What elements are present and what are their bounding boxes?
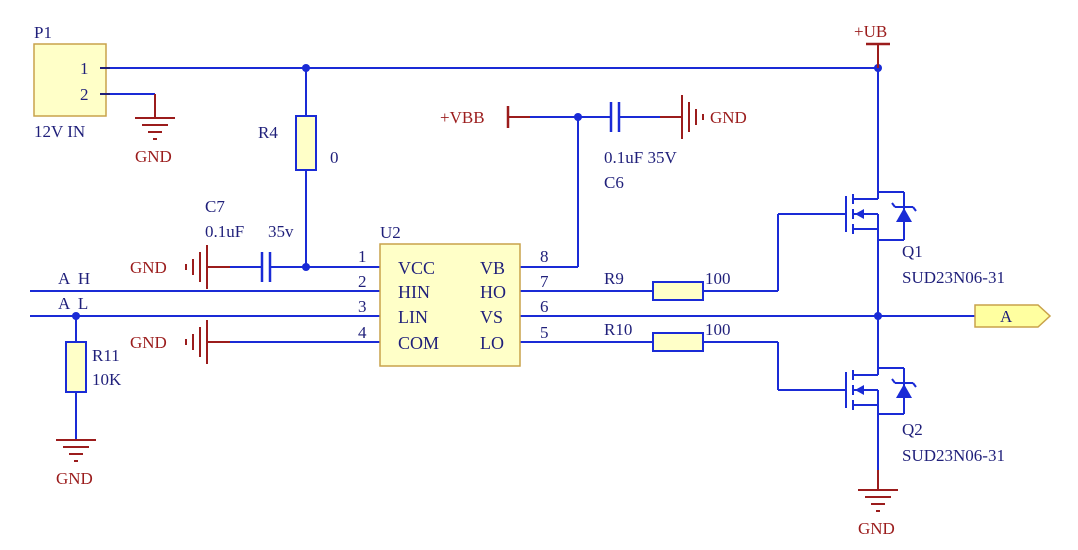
p1-pin2: 2	[80, 85, 89, 104]
capacitor-c7: C7 0.1uF 35v	[205, 197, 294, 282]
r9-body	[652, 281, 704, 301]
mosfet-q1	[838, 191, 917, 241]
r9-value: 100	[705, 269, 731, 288]
r4-body	[295, 115, 317, 171]
c7-value: 0.1uF	[205, 222, 244, 241]
p1-pin1: 1	[80, 59, 89, 78]
c6-ref: C6	[604, 173, 624, 192]
net-label-ah: A H	[58, 269, 90, 288]
q2-ref: Q2	[902, 420, 923, 439]
r4-ref: R4	[258, 123, 278, 142]
port-a-flag	[974, 304, 1052, 328]
p1-note: 12V IN	[34, 122, 85, 141]
gnd-symbol-p1: GND	[134, 94, 176, 166]
gnd-symbol-r11: GND	[55, 439, 97, 488]
gnd-label: GND	[135, 147, 172, 166]
connector-p1: P1 1 2 12V IN	[33, 23, 110, 141]
u2-body	[379, 243, 521, 367]
junction-dot	[574, 113, 582, 121]
u2-ref: U2	[380, 223, 401, 242]
r10-body	[652, 332, 704, 352]
mosfet-q2	[838, 367, 917, 415]
q2-part: SUD23N06-31	[902, 446, 1005, 465]
u2-pin-num: 6	[540, 297, 549, 316]
r11-body	[65, 341, 87, 393]
u2-pin-name: HIN	[398, 282, 430, 302]
port-a-label: A	[1000, 307, 1013, 326]
vbb-power-port: +VBB	[440, 106, 530, 128]
r4-value: 0	[330, 148, 339, 167]
connector-body	[33, 43, 107, 117]
q1-ref: Q1	[902, 242, 923, 261]
r11-ref: R11	[92, 346, 120, 365]
junction-dot	[874, 312, 882, 320]
c7-voltage: 35v	[268, 222, 294, 241]
u2-pin-name: VCC	[398, 258, 435, 278]
u2-pin-name: HO	[480, 282, 506, 302]
resistor-r11: R11 10K	[65, 341, 122, 393]
p1-ref: P1	[34, 23, 52, 42]
u2-pin-name: LIN	[398, 307, 428, 327]
u2-pin-num: 1	[358, 247, 367, 266]
u2-pin-name: LO	[480, 333, 504, 353]
u2-pin-num: 4	[358, 323, 367, 342]
r9-ref: R9	[604, 269, 624, 288]
u2-pin-num: 2	[358, 272, 367, 291]
u2-pin-name: VB	[480, 258, 505, 278]
u2-pin-num: 7	[540, 272, 549, 291]
r10-ref: R10	[604, 320, 632, 339]
vbb-label: +VBB	[440, 108, 485, 127]
u2-pin-name: VS	[480, 307, 503, 327]
gnd-symbol-q2: GND	[857, 470, 899, 538]
junction-dot	[302, 263, 310, 271]
net-port-a: A	[974, 304, 1052, 328]
junction-dot	[72, 312, 80, 320]
gnd-symbol-com: GND	[130, 319, 230, 365]
gnd-symbol-c6: GND	[660, 94, 747, 140]
gnd-label: GND	[130, 258, 167, 277]
r10-value: 100	[705, 320, 731, 339]
ub-label: +UB	[854, 22, 887, 41]
u2-pin-name: COM	[398, 333, 439, 353]
gnd-label: GND	[130, 333, 167, 352]
net-label-al: A L	[58, 294, 88, 313]
r11-value: 10K	[92, 370, 122, 389]
resistor-r9: R9 100	[604, 269, 731, 301]
u2-pin-num: 3	[358, 297, 367, 316]
ub-power-port: +UB	[854, 22, 890, 68]
c6-value: 0.1uF 35V	[604, 148, 677, 167]
gnd-symbol-c7: GND	[130, 244, 230, 290]
junctions	[72, 64, 882, 320]
gnd-label: GND	[710, 108, 747, 127]
u2-pin-num: 5	[540, 323, 549, 342]
c7-ref: C7	[205, 197, 225, 216]
junction-dot	[302, 64, 310, 72]
ic-u2: U2 1 2 3 4 VCC HIN LIN COM VB HO VS LO 8…	[358, 223, 549, 367]
capacitor-c6: 0.1uF 35V C6	[604, 102, 677, 192]
resistor-r4: R4 0	[258, 115, 339, 171]
resistor-r10: R10 100	[604, 320, 731, 352]
q1-part: SUD23N06-31	[902, 268, 1005, 287]
u2-pin-num: 8	[540, 247, 549, 266]
gnd-label: GND	[56, 469, 93, 488]
gnd-label: GND	[858, 519, 895, 538]
